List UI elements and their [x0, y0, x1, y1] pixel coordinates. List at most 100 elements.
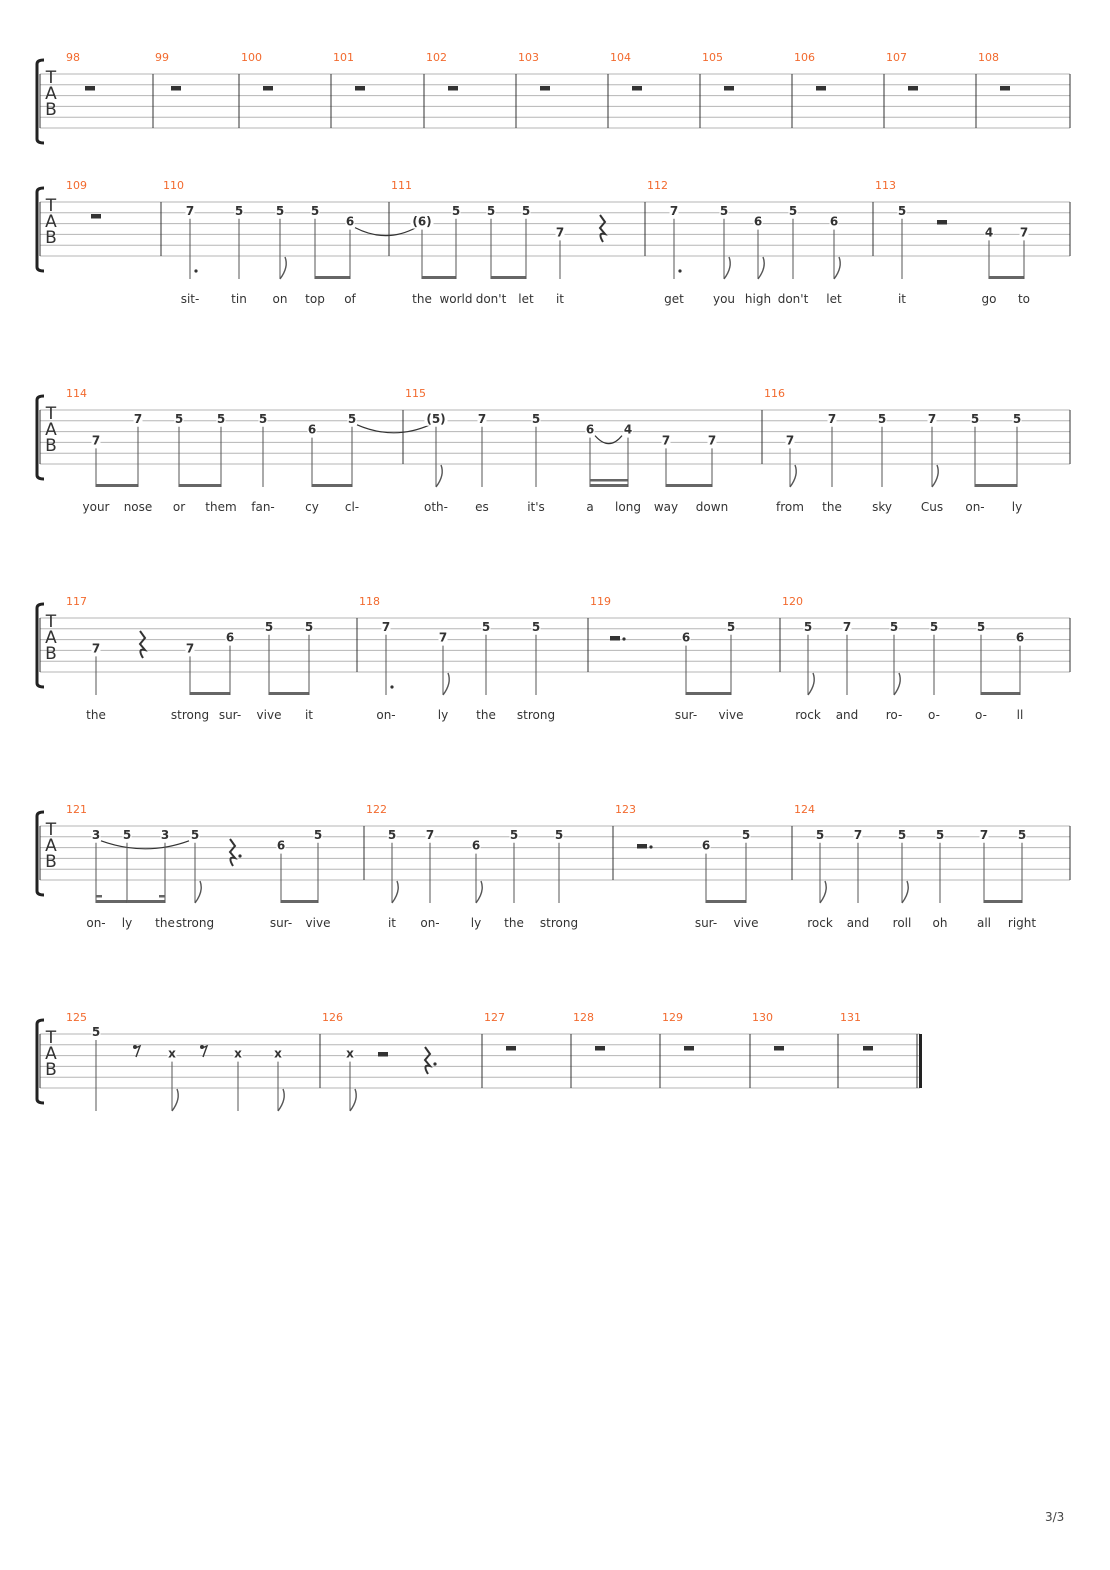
- lyric-syllable: it: [388, 916, 396, 930]
- fret-number: 3: [92, 828, 100, 842]
- fret-number: 6: [226, 631, 234, 645]
- fret-number-background: [707, 436, 717, 448]
- lyric-syllable: Cus: [921, 500, 943, 514]
- fret-number: 5: [123, 828, 131, 842]
- fret-number-background: [842, 622, 852, 634]
- lyric-syllable: let: [518, 292, 534, 306]
- fret-number-background: [669, 206, 679, 218]
- fret-number: x: [168, 1047, 176, 1061]
- note-flag: [194, 880, 202, 904]
- tab-note: 7ly: [438, 631, 450, 722]
- rest-dq: [228, 838, 242, 867]
- beam: [315, 276, 350, 279]
- tab-clef-letter: A: [45, 84, 57, 104]
- fret-number: 6: [1016, 631, 1024, 645]
- lyric-syllable: way: [654, 500, 678, 514]
- beam: [975, 484, 1017, 487]
- fret-number: 6: [472, 839, 480, 853]
- note-flag: [277, 1088, 285, 1112]
- lyric-syllable: go: [982, 292, 997, 306]
- rest-w: [774, 1046, 784, 1051]
- half-rest-icon: [937, 220, 947, 225]
- rest-w: [863, 1046, 873, 1051]
- fret-number: 6: [830, 215, 838, 229]
- fret-number: 5: [482, 620, 490, 634]
- lyric-syllable: strong: [517, 708, 555, 722]
- fret-number: 5: [191, 828, 199, 842]
- lyric-syllable: the: [822, 500, 842, 514]
- fret-number-background: [555, 228, 565, 240]
- fret-number: 5: [1018, 828, 1026, 842]
- tab-note: 6ll: [1015, 631, 1025, 722]
- fret-number: x: [346, 1047, 354, 1061]
- tab-clef-letter: T: [45, 820, 57, 840]
- measure-number: 112: [647, 179, 668, 192]
- whole-rest-icon: [684, 1046, 694, 1051]
- measure-number: 131: [840, 1011, 861, 1024]
- measure-number: 107: [886, 51, 907, 64]
- fret-number: 5: [276, 204, 284, 218]
- fret-number-background: [185, 206, 195, 218]
- rest-w: [908, 86, 918, 91]
- tie-arc: [100, 840, 190, 850]
- rest-dot: [622, 637, 626, 641]
- fret-number-background: [91, 830, 101, 842]
- whole-rest-icon: [816, 86, 826, 91]
- measure-number: 118: [359, 595, 380, 608]
- fret-number-background: [234, 206, 244, 218]
- lyric-syllable: on-: [86, 916, 105, 930]
- fret-number: 5: [522, 204, 530, 218]
- measure-number: 105: [702, 51, 723, 64]
- fret-number: 5: [890, 620, 898, 634]
- whole-rest-icon: [863, 1046, 873, 1051]
- tie-arc: [594, 435, 623, 445]
- fret-number-background: [438, 633, 448, 645]
- tab-clef-letter: T: [45, 196, 57, 216]
- note-flag: [931, 464, 939, 488]
- lyric-syllable: to: [1018, 292, 1030, 306]
- fret-number-background: [753, 217, 763, 229]
- tab-clef-letter: T: [45, 68, 57, 88]
- rest-dh: [610, 636, 626, 641]
- tab-clef-letter: B: [45, 644, 57, 664]
- fret-number-background: [929, 622, 939, 634]
- tab-note: 5it: [897, 204, 907, 306]
- fret-number-background: [424, 414, 448, 426]
- system-bracket: [35, 394, 45, 481]
- quarter-rest-icon: [228, 838, 238, 867]
- fret-number-background: [276, 841, 286, 853]
- note-flag: [757, 256, 765, 280]
- lyric-syllable: don't: [476, 292, 507, 306]
- fret-number: 7: [439, 631, 447, 645]
- lyric-syllable: all: [977, 916, 991, 930]
- measure-number: 100: [241, 51, 262, 64]
- fret-number: 7: [92, 641, 100, 655]
- fret-number: 7: [186, 641, 194, 655]
- fret-number-background: [451, 206, 461, 218]
- lyric-syllable: sit-: [181, 292, 200, 306]
- tab-note: (6)the: [410, 215, 456, 306]
- measure-number: 117: [66, 595, 87, 608]
- lyric-syllable: vive: [257, 708, 282, 722]
- fret-number: 7: [854, 828, 862, 842]
- tab-note: 5on-: [965, 412, 1017, 514]
- lyric-syllable: it's: [527, 500, 545, 514]
- lyric-syllable: vive: [719, 708, 744, 722]
- measure-number: 124: [794, 803, 815, 816]
- beam: [422, 276, 456, 279]
- measure-number: 109: [66, 179, 87, 192]
